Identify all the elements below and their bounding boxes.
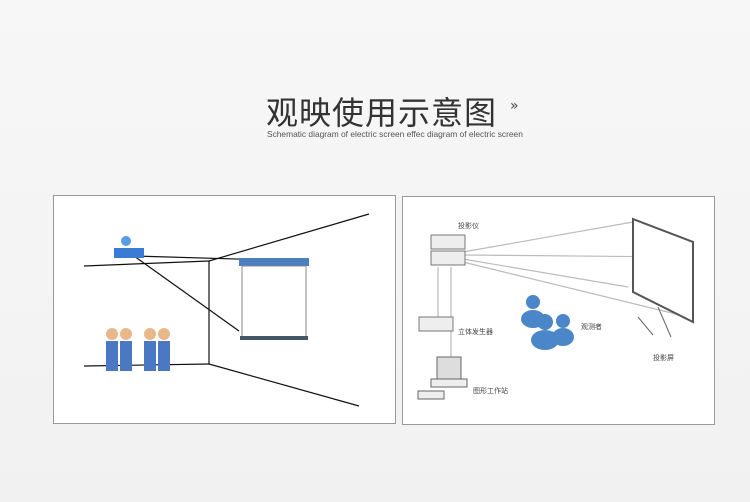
screen-housing [239,258,309,266]
observers-icon [521,295,574,350]
system-drawing [417,217,694,400]
ceiling-projection-illustration [53,195,396,424]
page-title: 观映使用示意图 [266,94,498,132]
workstation-icon [417,356,468,400]
stereo-generator-icon [418,316,454,332]
projector-icon [114,248,144,258]
observers-label: 观测者 [581,323,602,331]
more-arrow-icon[interactable]: » [510,98,519,114]
audience-icon [106,328,170,371]
screen-label: 投影屏 [653,354,674,362]
room-drawing [83,213,370,407]
screen-icon [632,217,694,338]
workstation-label: 图形工作站 [473,387,508,395]
page-subtitle: Schematic diagram of electric screen eff… [267,129,523,139]
projector-label: 投影仪 [458,222,479,230]
stereo-generator-label: 立体发生器 [458,328,493,336]
stereo-projection-diagram: 投影仪 立体发生器 观测者 投影屏 图形工作站 [402,196,715,425]
projector-icon [430,234,466,266]
